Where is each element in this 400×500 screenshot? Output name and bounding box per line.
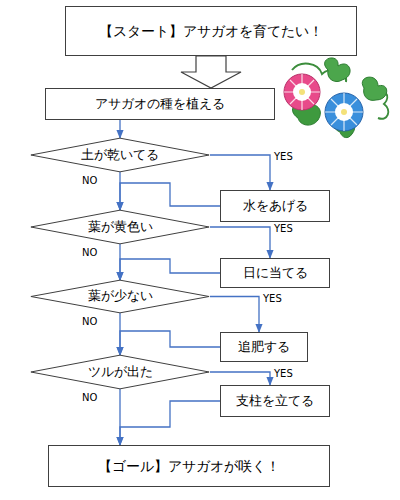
process-box: 追肥する xyxy=(220,332,308,362)
decision-diamond: 葉が少ない xyxy=(30,280,210,313)
flow-connector xyxy=(120,259,220,280)
node-text: 葉が少ない xyxy=(88,289,153,304)
node-text: 土が乾いてる xyxy=(81,148,159,163)
goal-box: 【ゴール】アサガオが咲く！ xyxy=(48,445,330,487)
node-text: 支柱を立てる xyxy=(236,394,314,409)
decision-diamond: 土が乾いてる xyxy=(30,138,210,172)
process-box: 支柱を立てる xyxy=(220,385,330,417)
edge-label: NO xyxy=(82,248,97,258)
node-text: 【スタート】アサガオを育てたい！ xyxy=(99,23,323,39)
blue-flower xyxy=(325,93,363,131)
decision-diamond: 葉が黄色い xyxy=(30,210,210,244)
edge-label: NO xyxy=(82,317,97,327)
flow-connector xyxy=(210,227,270,258)
morning-glory-illustration xyxy=(284,58,388,138)
diamond-shape xyxy=(31,138,209,172)
node-text: 日に当てる xyxy=(243,266,308,281)
process-box: 水をあげる xyxy=(220,190,330,222)
node-text: アサガオの種を植える xyxy=(95,97,225,112)
flow-connector xyxy=(120,401,220,445)
edge-label: NO xyxy=(82,176,97,186)
flower-stripes xyxy=(284,74,320,110)
process-box: 日に当てる xyxy=(220,258,330,288)
flower-pistil xyxy=(299,89,305,95)
node-text: 水をあげる xyxy=(243,199,308,214)
leaf xyxy=(362,77,387,100)
node-text: 葉が黄色い xyxy=(88,220,153,235)
edge-label: YES xyxy=(274,224,293,234)
process-box: アサガオの種を植える xyxy=(45,88,275,120)
flow-connector xyxy=(210,372,270,385)
node-text: 追肥する xyxy=(238,340,290,355)
edge-label: YES xyxy=(274,369,293,379)
block-arrow xyxy=(181,56,241,88)
edge-label: NO xyxy=(82,393,97,403)
edge-label: YES xyxy=(263,294,282,304)
diamond-shape xyxy=(31,210,209,244)
pink-flower xyxy=(284,74,320,110)
flow-connector xyxy=(119,120,120,138)
node-text: 【ゴール】アサガオが咲く！ xyxy=(98,458,280,474)
flower-pistil xyxy=(341,109,347,115)
node-text: ツルが出た xyxy=(88,365,153,380)
edge-label: YES xyxy=(274,152,293,162)
flow-connector xyxy=(210,297,259,333)
diamond-shape xyxy=(31,355,209,389)
decision-diamond: ツルが出た xyxy=(30,355,210,389)
flow-connector xyxy=(120,331,220,355)
flow-connector xyxy=(120,183,220,210)
flower-stripes xyxy=(325,93,363,131)
flow-connector xyxy=(210,155,270,190)
diamond-shape xyxy=(31,280,209,313)
leaf xyxy=(325,58,350,82)
start-box: 【スタート】アサガオを育てたい！ xyxy=(65,6,357,56)
